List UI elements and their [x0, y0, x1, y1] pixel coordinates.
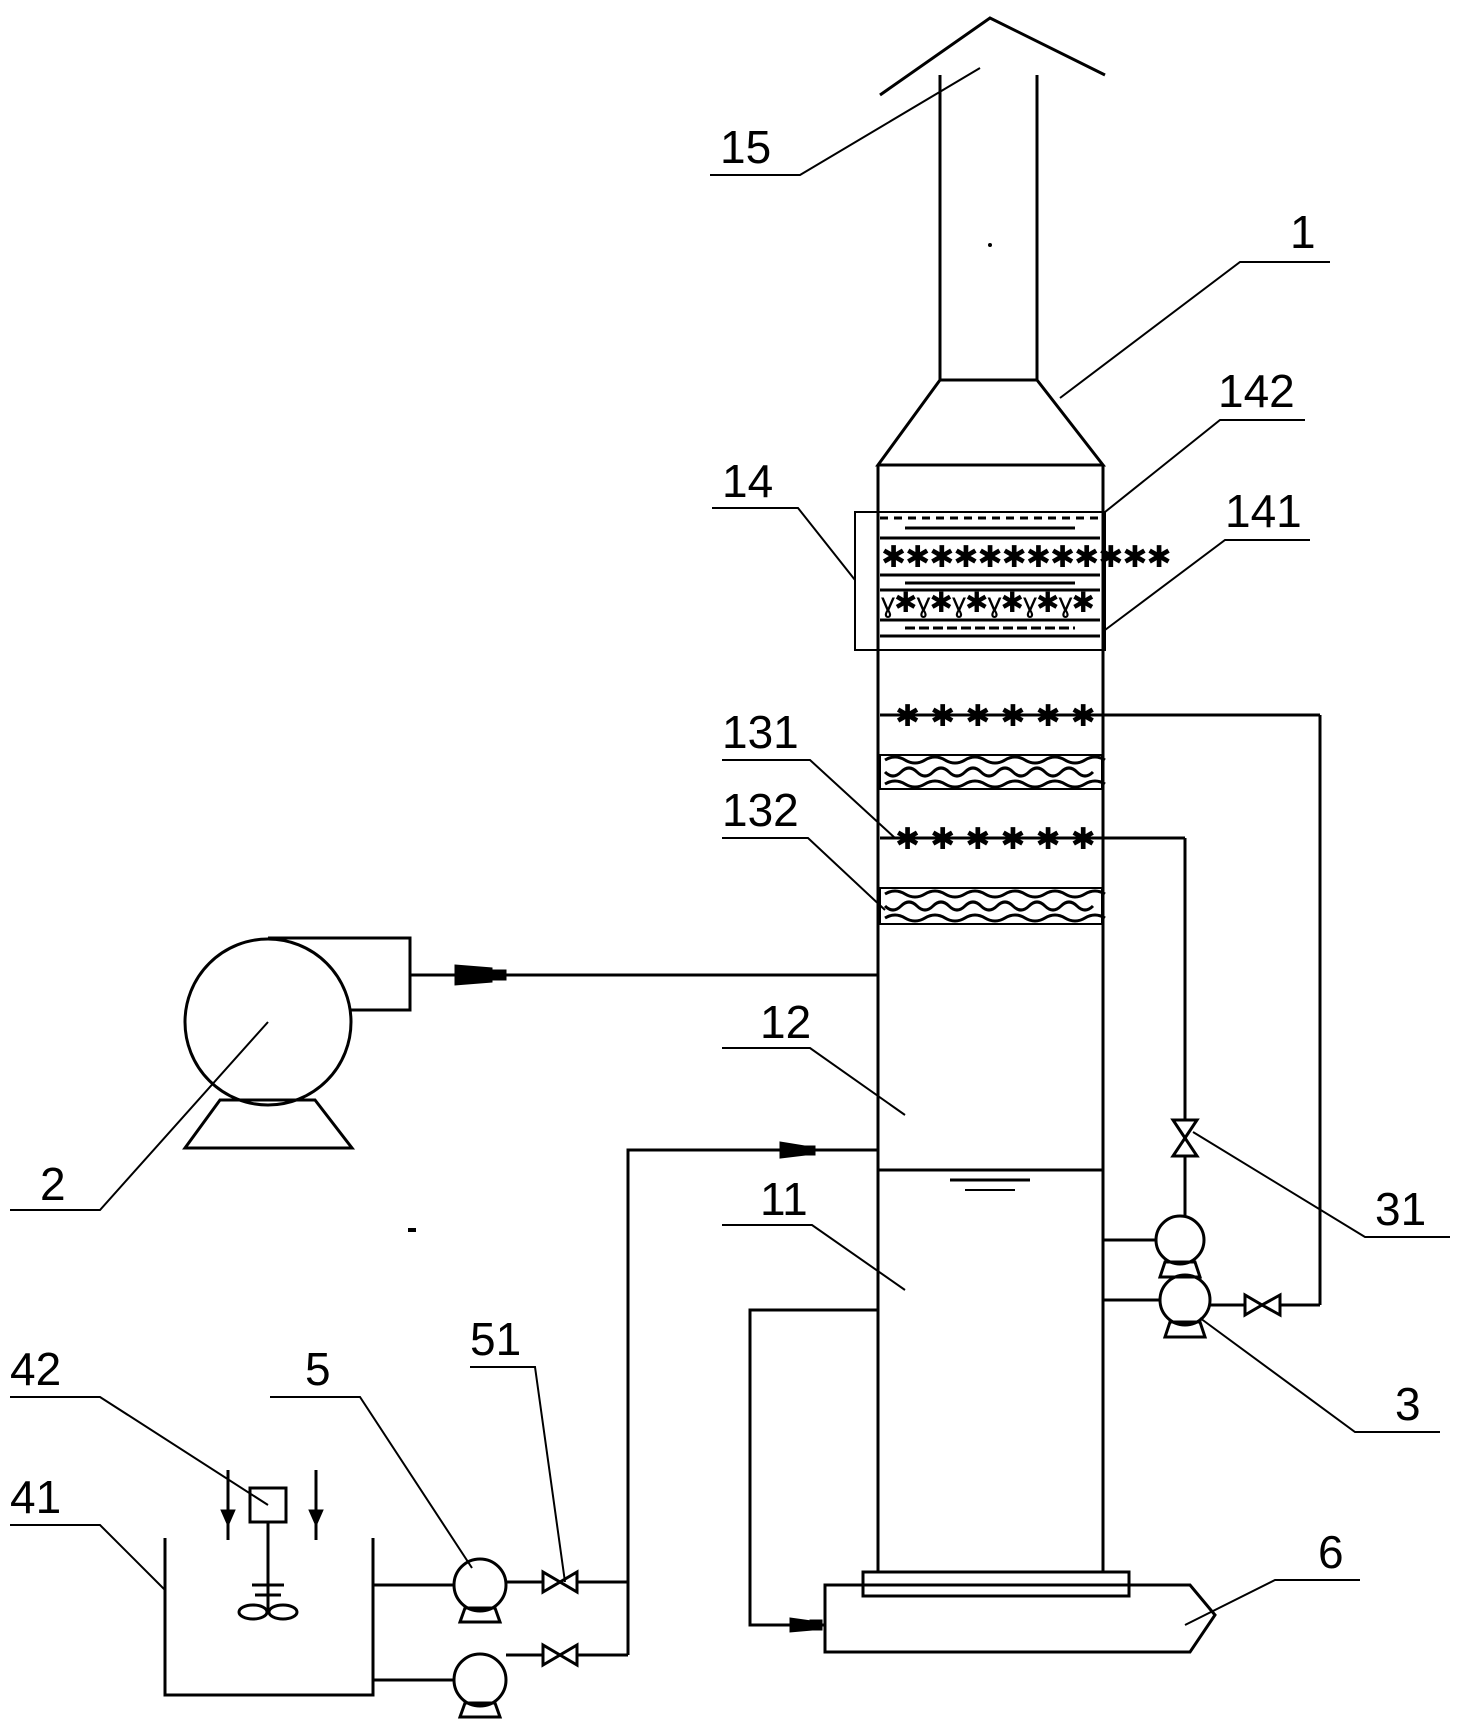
label-11: 11 — [760, 1173, 808, 1225]
label-2: 2 — [40, 1158, 66, 1210]
label-3: 3 — [1395, 1378, 1421, 1430]
upper-spray-header: ✱✱✱✱✱✱ — [880, 700, 1320, 733]
lower-spray-header: ✱✱✱✱✱✱ — [880, 823, 1185, 856]
svg-text:ɣ✱ɣ✱ɣ✱ɣ✱ɣ✱ɣ✱: ɣ✱ɣ✱ɣ✱ɣ✱ɣ✱ɣ✱ — [881, 587, 1094, 618]
label-12: 12 — [760, 996, 811, 1048]
label-132: 132 — [722, 784, 799, 836]
demister-stars-row-2: ɣ✱ɣ✱ɣ✱ɣ✱ɣ✱ɣ✱ — [881, 587, 1095, 618]
lower-packing-layer — [879, 887, 1106, 925]
label-1: 1 — [1290, 206, 1316, 258]
label-5: 5 — [305, 1343, 331, 1395]
dosing-pumps — [373, 1554, 630, 1719]
label-31: 31 — [1375, 1183, 1426, 1235]
discharge-line — [748, 1308, 878, 1633]
liquid-level — [878, 1168, 1103, 1191]
label-14: 14 — [722, 455, 773, 507]
label-15: 15 — [720, 121, 771, 173]
circulation-loop — [1103, 715, 1322, 1339]
label-141: 141 — [1225, 485, 1302, 537]
label-131: 131 — [722, 706, 799, 758]
label-51: 51 — [470, 1313, 521, 1365]
upper-packing-layer — [879, 754, 1106, 790]
svg-text:✱✱✱✱✱✱✱✱✱✱✱✱: ✱✱✱✱✱✱✱✱✱✱✱✱ — [881, 541, 1171, 574]
labels: 15 1 142 14 141 131 132 12 11 2 31 3 51 … — [10, 121, 1426, 1578]
storage-tank-6 — [823, 1583, 1217, 1654]
label-142: 142 — [1218, 365, 1295, 417]
dosing-tank — [163, 1470, 375, 1697]
blower — [182, 936, 878, 1150]
demister-section: ✱✱✱✱✱✱✱✱✱✱✱✱ ɣ✱ɣ✱ɣ✱ɣ✱ɣ✱ɣ✱ — [854, 511, 1172, 651]
exhaust-stack — [875, 16, 1107, 467]
svg-text:✱✱✱✱✱✱: ✱✱✱✱✱✱ — [895, 823, 1106, 856]
label-42: 42 — [10, 1343, 61, 1395]
demister-stars-row-1: ✱✱✱✱✱✱✱✱✱✱✱✱ — [881, 541, 1172, 574]
label-6: 6 — [1318, 1526, 1344, 1578]
leader-lines — [10, 67, 1450, 1626]
demister-layer-142 — [880, 516, 1100, 540]
demister-layer-141 — [880, 618, 1100, 638]
svg-text:✱✱✱✱✱✱: ✱✱✱✱✱✱ — [895, 700, 1106, 733]
label-41: 41 — [10, 1471, 61, 1523]
dosing-feed-line — [626, 1141, 878, 1554]
